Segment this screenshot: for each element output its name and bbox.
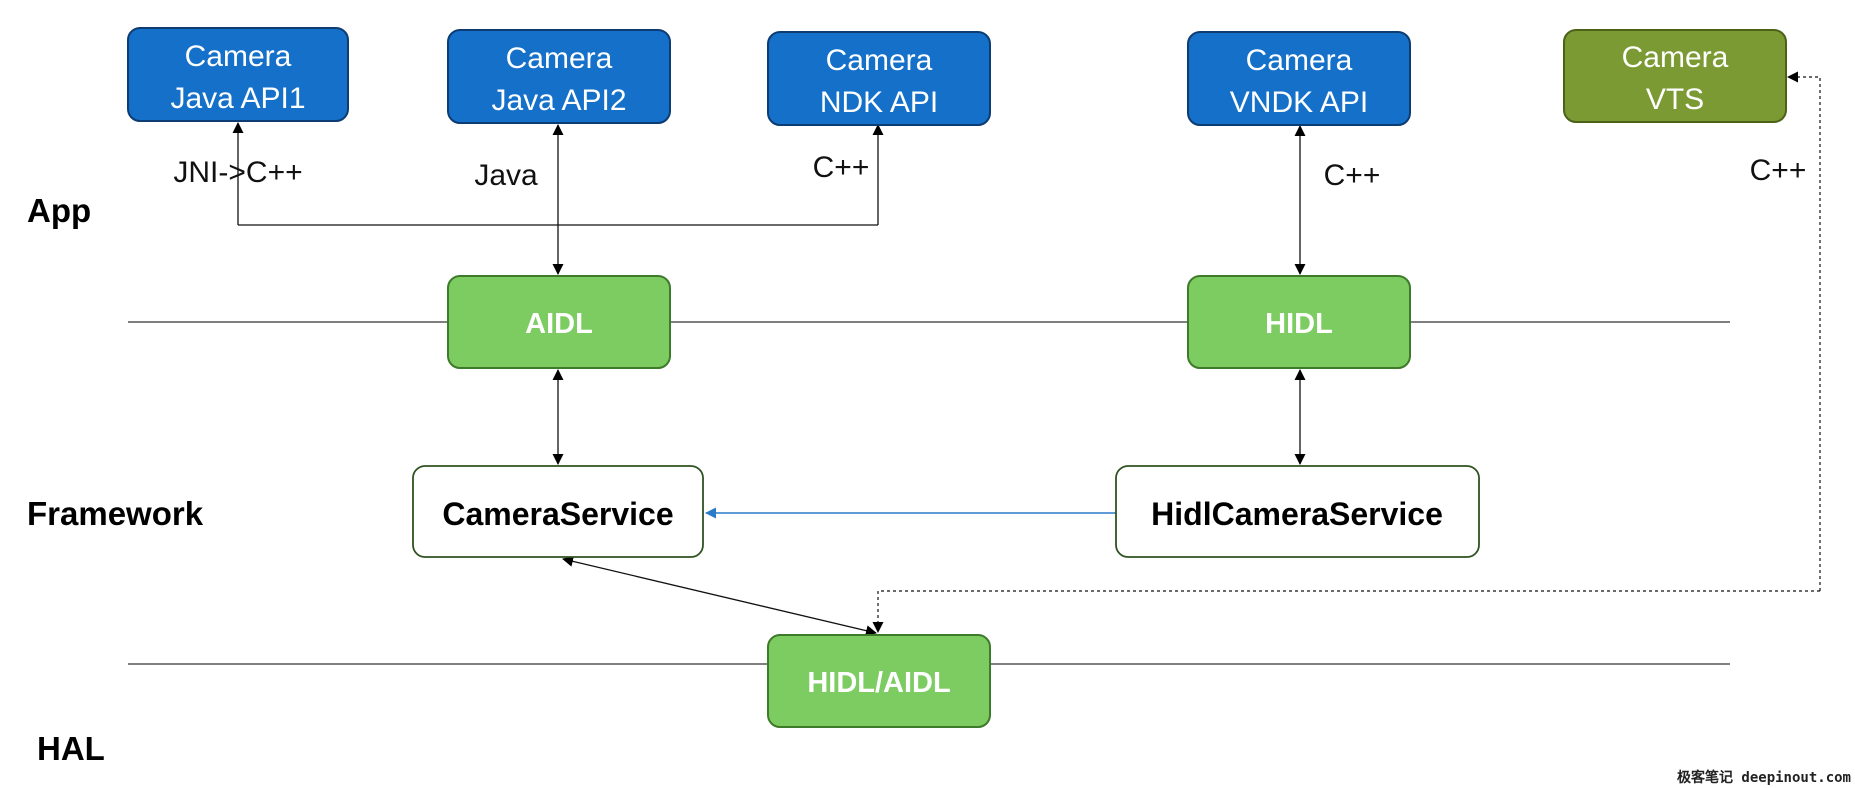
svg-text:Java API2: Java API2 <box>491 84 626 117</box>
camera-java-api1-box: Camera Java API1 <box>127 27 349 122</box>
edge-label-ndk-cpp: C++ <box>813 151 870 184</box>
cameraservice-box: CameraService <box>412 465 704 558</box>
svg-text:AIDL: AIDL <box>525 308 593 340</box>
svg-text:NDK API: NDK API <box>820 86 938 119</box>
svg-text:VTS: VTS <box>1646 83 1704 116</box>
camera-ndk-api-box: Camera NDK API <box>767 31 991 126</box>
svg-text:CameraService: CameraService <box>442 496 673 532</box>
svg-text:Camera: Camera <box>506 42 613 75</box>
camera-vndk-api-box: Camera VNDK API <box>1187 31 1411 126</box>
vts-dashed-return <box>1787 71 1821 591</box>
layer-label-app: App <box>27 192 91 229</box>
layer-label-hal: HAL <box>37 730 105 767</box>
cameraservice-hal-connector <box>562 555 877 637</box>
hidlcameraservice-box: HidlCameraService <box>1115 465 1480 558</box>
edge-label-java: Java <box>474 159 538 192</box>
hidl-box: HIDL <box>1187 275 1411 369</box>
svg-text:HidlCameraService: HidlCameraService <box>1151 496 1443 532</box>
svg-text:Camera: Camera <box>185 40 292 73</box>
svg-text:Camera: Camera <box>826 44 933 77</box>
vts-hal-dashed-connector <box>872 590 1820 633</box>
camera-java-api2-box: Camera Java API2 <box>447 29 671 124</box>
hal-hidl-aidl-box: HIDL/AIDL <box>767 634 991 728</box>
aidl-box: AIDL <box>447 275 671 369</box>
edge-label-jni-cpp: JNI->C++ <box>173 156 302 189</box>
svg-text:HIDL/AIDL: HIDL/AIDL <box>807 667 950 699</box>
edge-label-vndk-cpp: C++ <box>1324 159 1381 192</box>
svg-text:Camera: Camera <box>1622 41 1729 74</box>
camera-vts-box: Camera VTS <box>1563 29 1787 123</box>
svg-text:Camera: Camera <box>1246 44 1353 77</box>
footer-watermark: 极客笔记 deepinout.com <box>1677 769 1851 786</box>
svg-text:Java API1: Java API1 <box>170 82 305 115</box>
svg-text:VNDK API: VNDK API <box>1230 86 1368 119</box>
svg-text:HIDL: HIDL <box>1265 308 1333 340</box>
edge-label-vts-cpp: C++ <box>1750 154 1807 187</box>
layer-label-framework: Framework <box>27 495 204 532</box>
